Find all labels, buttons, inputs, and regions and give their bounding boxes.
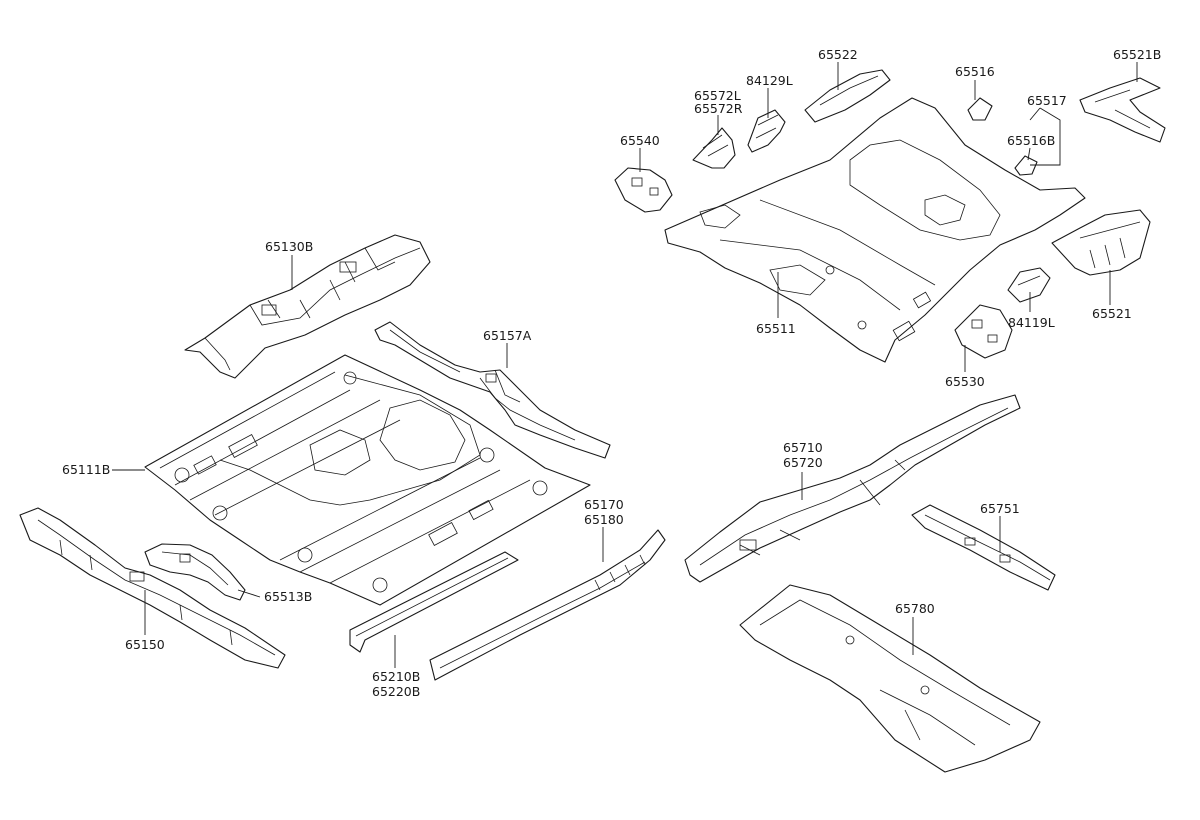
- part-65710: [684, 394, 1021, 583]
- part-65751: [911, 504, 1056, 591]
- part-65516: [967, 97, 993, 121]
- part-65130B: [184, 234, 431, 379]
- part-65210B: [349, 551, 519, 653]
- label-65513B: 65513B: [264, 589, 312, 604]
- label-65210B: 65210B: [372, 669, 420, 684]
- label-65516: 65516: [955, 64, 995, 79]
- part-84129L: [747, 109, 786, 153]
- part-65522: [804, 69, 891, 123]
- label-65180: 65180: [584, 512, 624, 527]
- label-65130B: 65130B: [265, 239, 313, 254]
- part-65513B: [144, 543, 246, 601]
- label-65530: 65530: [945, 374, 985, 389]
- part-65530: [954, 304, 1013, 359]
- label-65150: 65150: [125, 637, 165, 652]
- part-65150: [19, 507, 286, 669]
- label-65521: 65521: [1092, 306, 1132, 321]
- part-65511: [664, 97, 1086, 363]
- label-65710: 65710: [783, 440, 823, 455]
- label-65572L: 65572L: [694, 88, 741, 103]
- label-65220B: 65220B: [372, 684, 420, 699]
- label-65170: 65170: [584, 497, 624, 512]
- label-65720: 65720: [783, 455, 823, 470]
- part-65170: [429, 529, 666, 681]
- label-65540: 65540: [620, 133, 660, 148]
- part-84119L: [1007, 267, 1051, 303]
- part-65572: [692, 127, 736, 169]
- part-65540: [614, 167, 673, 213]
- part-65780: [739, 584, 1041, 773]
- part-65111B: [144, 354, 591, 606]
- part-65157A: [374, 321, 611, 459]
- label-65572R: 65572R: [694, 101, 743, 116]
- label-65522: 65522: [818, 47, 858, 62]
- part-65521: [1051, 209, 1151, 276]
- label-84119L: 84119L: [1008, 315, 1055, 330]
- part-labels: 65130B 65157A 65111B 65513B 65150 65170 …: [62, 47, 1161, 699]
- part-65516B: [1014, 155, 1038, 176]
- label-65111B: 65111B: [62, 462, 110, 477]
- label-65521B: 65521B: [1113, 47, 1161, 62]
- label-65780: 65780: [895, 601, 935, 616]
- label-65517: 65517: [1027, 93, 1067, 108]
- label-65511: 65511: [756, 321, 796, 336]
- leader-lines: [112, 62, 1138, 668]
- part-65521B: [1079, 77, 1166, 143]
- label-65157A: 65157A: [483, 328, 532, 343]
- label-65751: 65751: [980, 501, 1020, 516]
- label-84129L: 84129L: [746, 73, 793, 88]
- label-65516B: 65516B: [1007, 133, 1055, 148]
